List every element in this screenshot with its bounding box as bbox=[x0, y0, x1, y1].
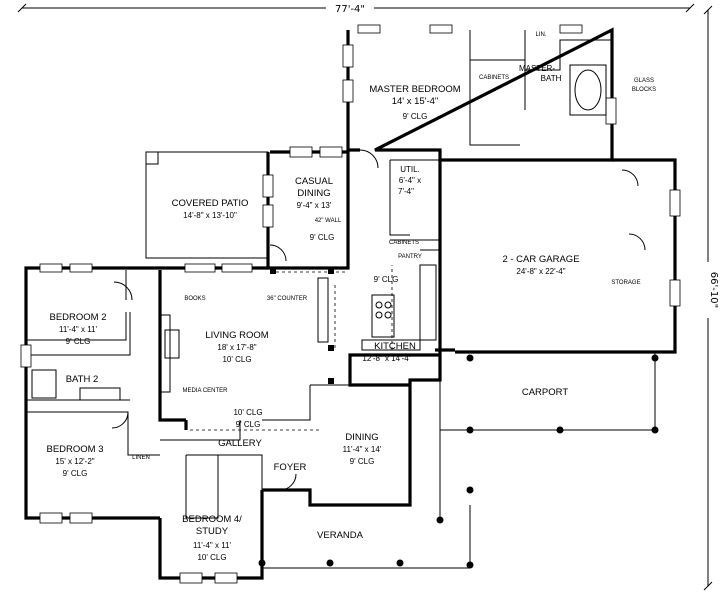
media-center-label: MEDIA CENTER bbox=[182, 388, 228, 394]
windows bbox=[20, 24, 681, 584]
fireplace bbox=[164, 329, 180, 359]
linen-closet-label: LIN. bbox=[535, 32, 546, 38]
bedroom4-size: 11'-4" x 11' bbox=[193, 541, 232, 550]
covered-patio-size: 14'-8" x 13'-10" bbox=[183, 211, 237, 220]
dining-name: DINING bbox=[345, 432, 378, 443]
counter-note: 36" COUNTER bbox=[267, 296, 308, 302]
bath2-tub bbox=[31, 369, 121, 401]
master-bedroom-name: MASTER BEDROOM bbox=[369, 84, 460, 95]
casual-dining-ceiling: 9' CLG bbox=[310, 233, 335, 242]
width-dimension-line bbox=[17, 1, 695, 13]
kitchen-size: 12'-8" x 14'-4" bbox=[362, 354, 411, 363]
carport-posts bbox=[436, 354, 659, 569]
pantry-label: PANTRY bbox=[398, 254, 422, 260]
carport-name: CARPORT bbox=[522, 387, 568, 398]
depth-dimension-line bbox=[701, 5, 715, 591]
carport-outline bbox=[439, 352, 656, 520]
bedroom4-ceiling: 10' CLG bbox=[197, 553, 226, 562]
bedroom3-name: BEDROOM 3 bbox=[46, 444, 103, 455]
kitchen-cabinets-label: CABINETS bbox=[389, 240, 419, 246]
master-cabinets-label: CABINETS bbox=[479, 75, 509, 81]
bedroom4-name-1: BEDROOM 4/ bbox=[182, 514, 242, 525]
kitchen-island bbox=[371, 294, 395, 338]
master-tub bbox=[569, 64, 607, 116]
utility-size-1: 6'-4" x bbox=[399, 176, 421, 185]
bedroom4-name-2: STUDY bbox=[196, 526, 229, 537]
glass-blocks-label-2: BLOCKS bbox=[632, 87, 656, 93]
exterior-walls bbox=[24, 27, 677, 580]
garage-size: 24'-8" x 22'-4" bbox=[516, 267, 565, 276]
overall-width-label: 77'-4" bbox=[335, 4, 365, 15]
master-bedroom-ceiling: 9' CLG bbox=[403, 112, 428, 121]
bedroom2-name: BEDROOM 2 bbox=[49, 312, 106, 323]
covered-patio-name: COVERED PATIO bbox=[172, 198, 249, 209]
casual-dining-size: 9'-4" x 13' bbox=[297, 201, 332, 210]
living-room-name: LIVING ROOM bbox=[205, 330, 268, 341]
kitchen-ceiling: 9' CLG bbox=[374, 275, 399, 284]
living-room-ceiling: 10' CLG bbox=[222, 355, 251, 364]
gallery-name: GALLERY bbox=[218, 438, 262, 449]
foyer-name: FOYER bbox=[274, 462, 307, 473]
casual-dining-name-1: CASUAL bbox=[295, 176, 333, 187]
dining-size: 11'-4" x 14' bbox=[343, 445, 382, 454]
garage-name: 2 - CAR GARAGE bbox=[502, 254, 579, 265]
veranda-name: VERANDA bbox=[317, 530, 364, 541]
bedroom2-ceiling: 9' CLG bbox=[66, 337, 91, 346]
bath2-name: BATH 2 bbox=[66, 374, 99, 385]
dining-ceiling: 9' CLG bbox=[350, 457, 375, 466]
master-bedroom-size: 14' x 15'-4" bbox=[392, 96, 439, 107]
living-room-size: 18' x 17'-8" bbox=[217, 343, 256, 352]
kitchen-name: KITCHEN bbox=[374, 341, 416, 352]
bedroom3-size: 15' x 12'-2" bbox=[55, 457, 94, 466]
storage-label: STORAGE bbox=[611, 280, 640, 286]
veranda-outline bbox=[261, 504, 471, 569]
kitchen-counter bbox=[317, 264, 437, 351]
gallery-ceiling-top: 10' CLG bbox=[233, 408, 262, 417]
master-bath-name-1: MASTER- bbox=[519, 64, 555, 73]
bedroom2-size: 11'-4" x 11' bbox=[59, 325, 98, 334]
door-swings bbox=[111, 149, 646, 491]
posts bbox=[270, 268, 334, 384]
overall-depth-label: 66'-10" bbox=[708, 272, 719, 308]
wall-note: 42" WALL bbox=[315, 218, 342, 224]
books-label: BOOKS bbox=[184, 296, 205, 302]
master-bath-name-2: BATH bbox=[541, 74, 562, 83]
glass-blocks-label-1: GLASS bbox=[634, 78, 654, 84]
bedroom3-ceiling: 9' CLG bbox=[63, 469, 88, 478]
linen-label: LINEN bbox=[132, 455, 150, 461]
utility-size-2: 7'-4" bbox=[398, 187, 414, 196]
veranda-posts bbox=[258, 559, 404, 567]
casual-dining-name-2: DINING bbox=[297, 188, 330, 199]
utility-name: UTIL. bbox=[400, 165, 420, 174]
gallery-ceiling-bottom: 9' CLG bbox=[236, 420, 261, 429]
